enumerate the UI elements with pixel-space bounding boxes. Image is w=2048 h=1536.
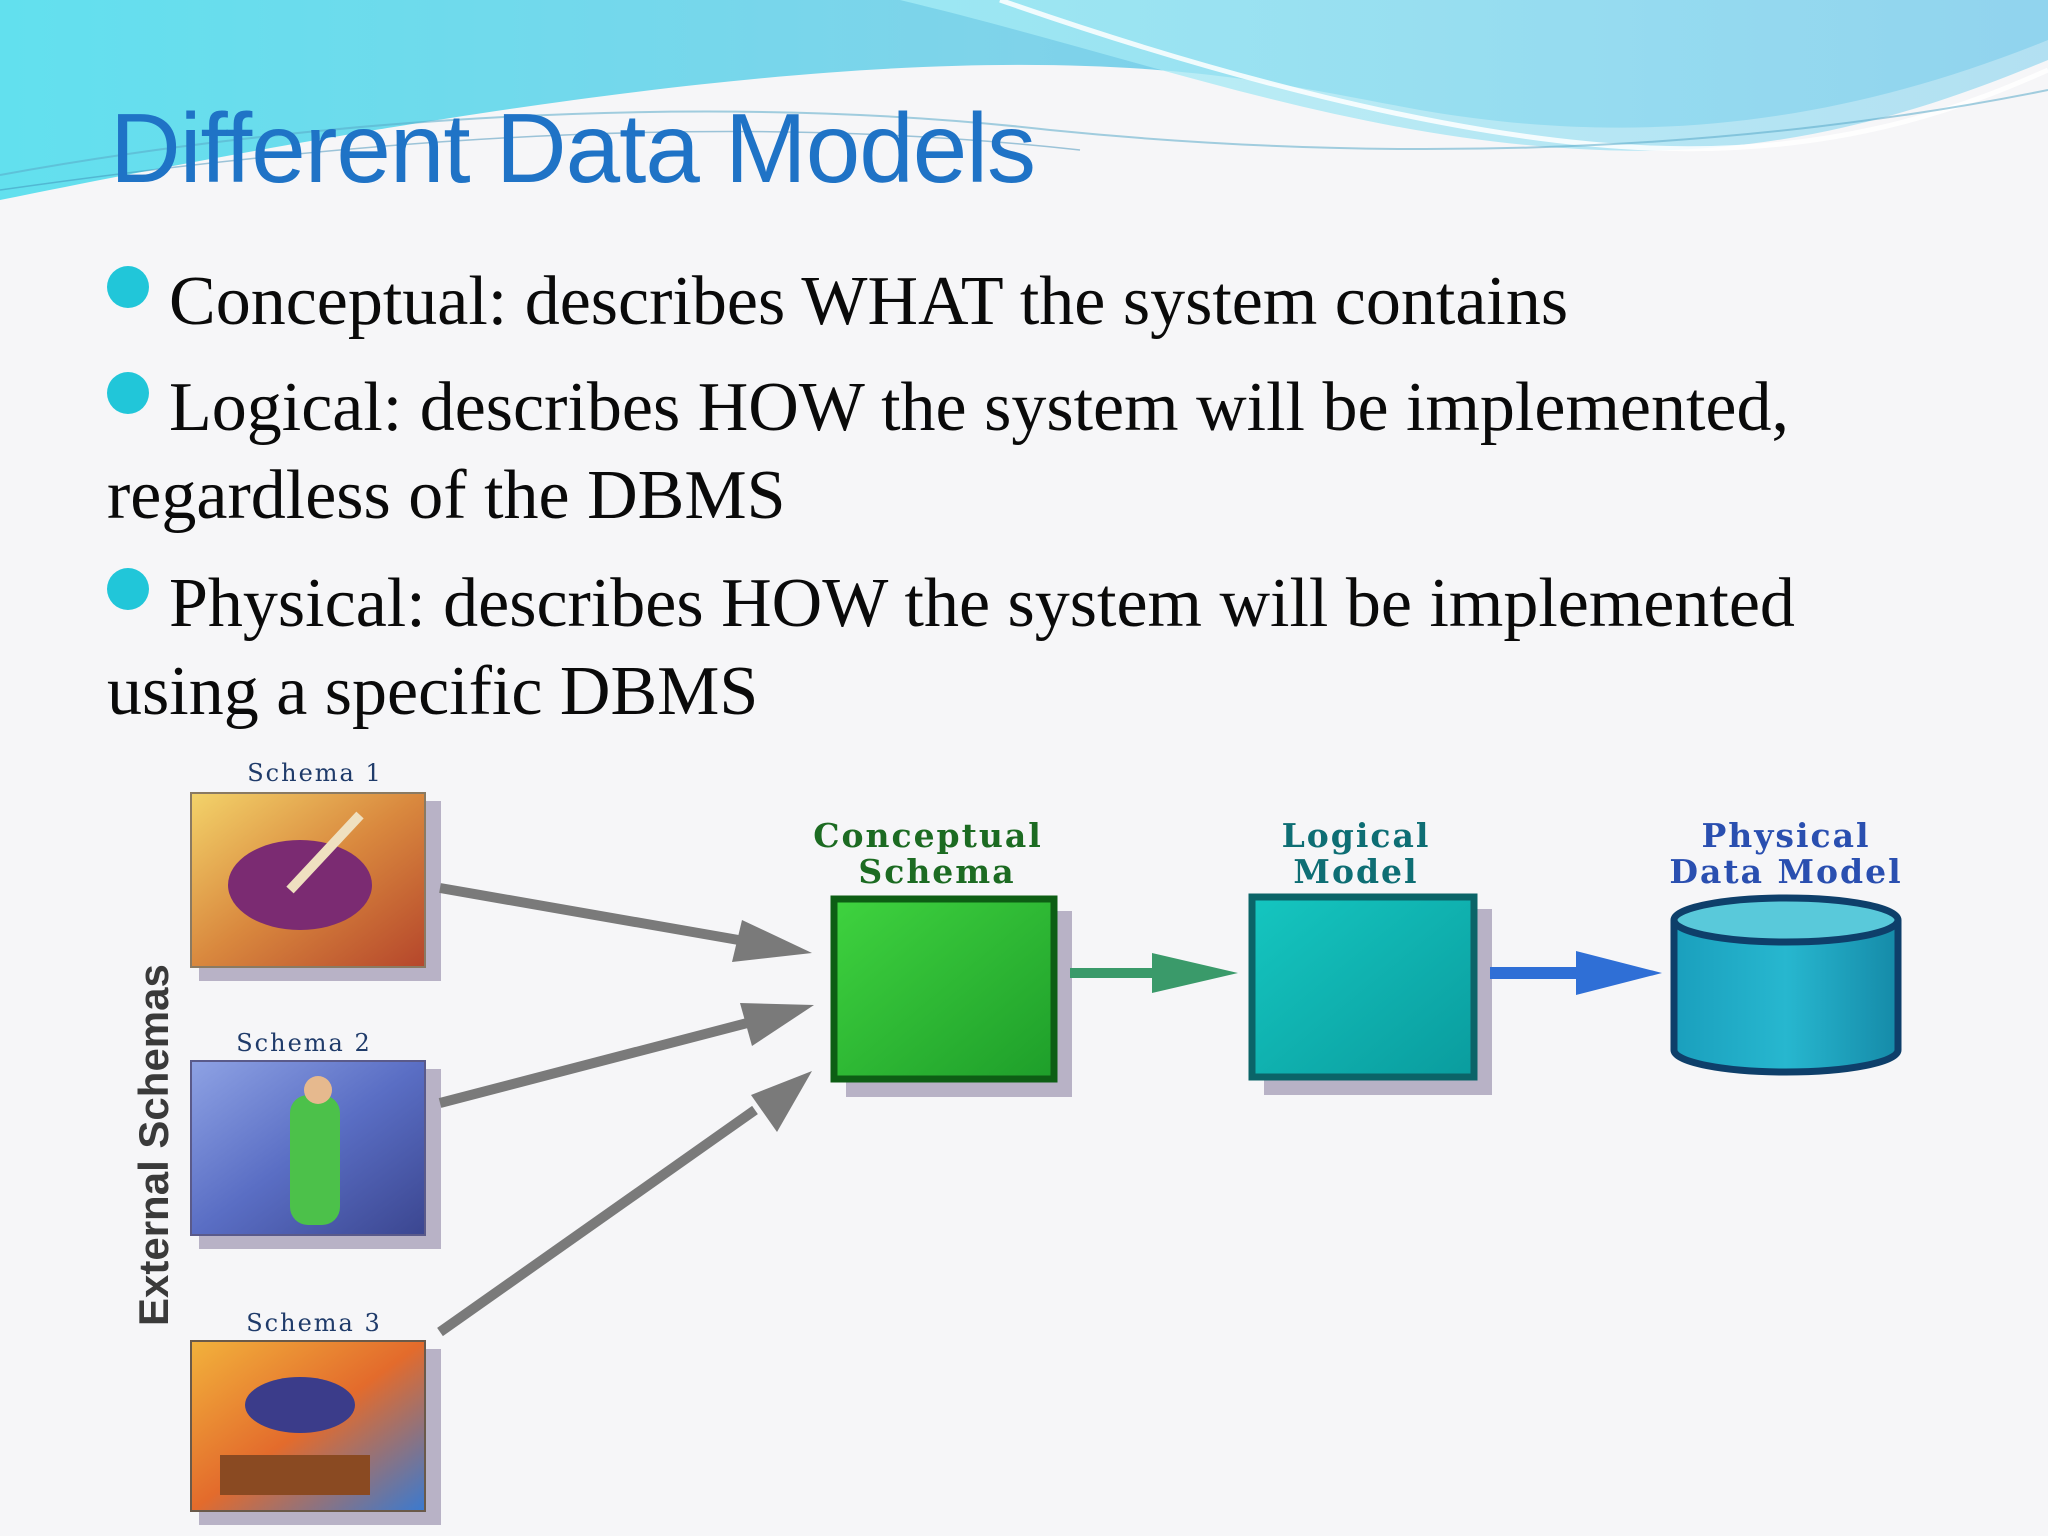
bullet-text: Logical: describes HOW the system will b… [107, 369, 1789, 534]
arrow-schema-1-to-conceptual [439, 883, 812, 962]
schema-2-label: Schema 2 [236, 1029, 372, 1057]
logical-label-line-1: Logical [1282, 816, 1431, 855]
schema-1-label: Schema 1 [247, 759, 383, 787]
schema-2-figure [304, 1076, 332, 1104]
arrow-schema-3-to-conceptual [437, 1071, 812, 1337]
bullet-text: Physical: describes HOW the system will … [107, 565, 1795, 730]
schema-2-figure [290, 1095, 340, 1225]
bullet-dot-icon [107, 372, 149, 414]
bullet-physical: Physical: describes HOW the system will … [107, 560, 1887, 736]
conceptual-schema-box [830, 895, 1058, 1083]
bullet-logical: Logical: describes HOW the system will b… [107, 364, 1887, 540]
schema-1-figure [286, 811, 364, 894]
arrow-logical-to-physical [1490, 951, 1662, 995]
bullet-text: Conceptual: describes WHAT the system co… [169, 263, 1569, 340]
schema-3-figure [245, 1377, 355, 1433]
physical-label-line-1: Physical [1701, 816, 1870, 855]
bullet-conceptual: Conceptual: describes WHAT the system co… [107, 258, 1887, 346]
header-wave-decoration [0, 0, 2048, 200]
logical-label-line-2: Model [1293, 852, 1418, 891]
bullet-dot-icon [107, 568, 149, 610]
external-schemas-label: External Schemas [130, 964, 177, 1326]
physical-data-model-cylinder [1670, 894, 1902, 1076]
bullet-dot-icon [107, 266, 149, 308]
data-model-diagram: External Schemas Schema 1 Schema 2 Schem… [130, 759, 1902, 1525]
arrow-schema-2-to-conceptual [438, 1003, 814, 1108]
logical-model-box [1248, 893, 1478, 1081]
physical-label-line-2: Data Model [1669, 852, 1902, 891]
slide-title: Different Data Models [110, 93, 1036, 203]
arrow-conceptual-to-logical [1070, 953, 1238, 993]
conceptual-label-line-1: Conceptual [813, 816, 1043, 855]
conceptual-label-line-2: Schema [858, 852, 1015, 891]
schema-3-label: Schema 3 [246, 1309, 382, 1337]
schema-3-figure [220, 1455, 370, 1495]
